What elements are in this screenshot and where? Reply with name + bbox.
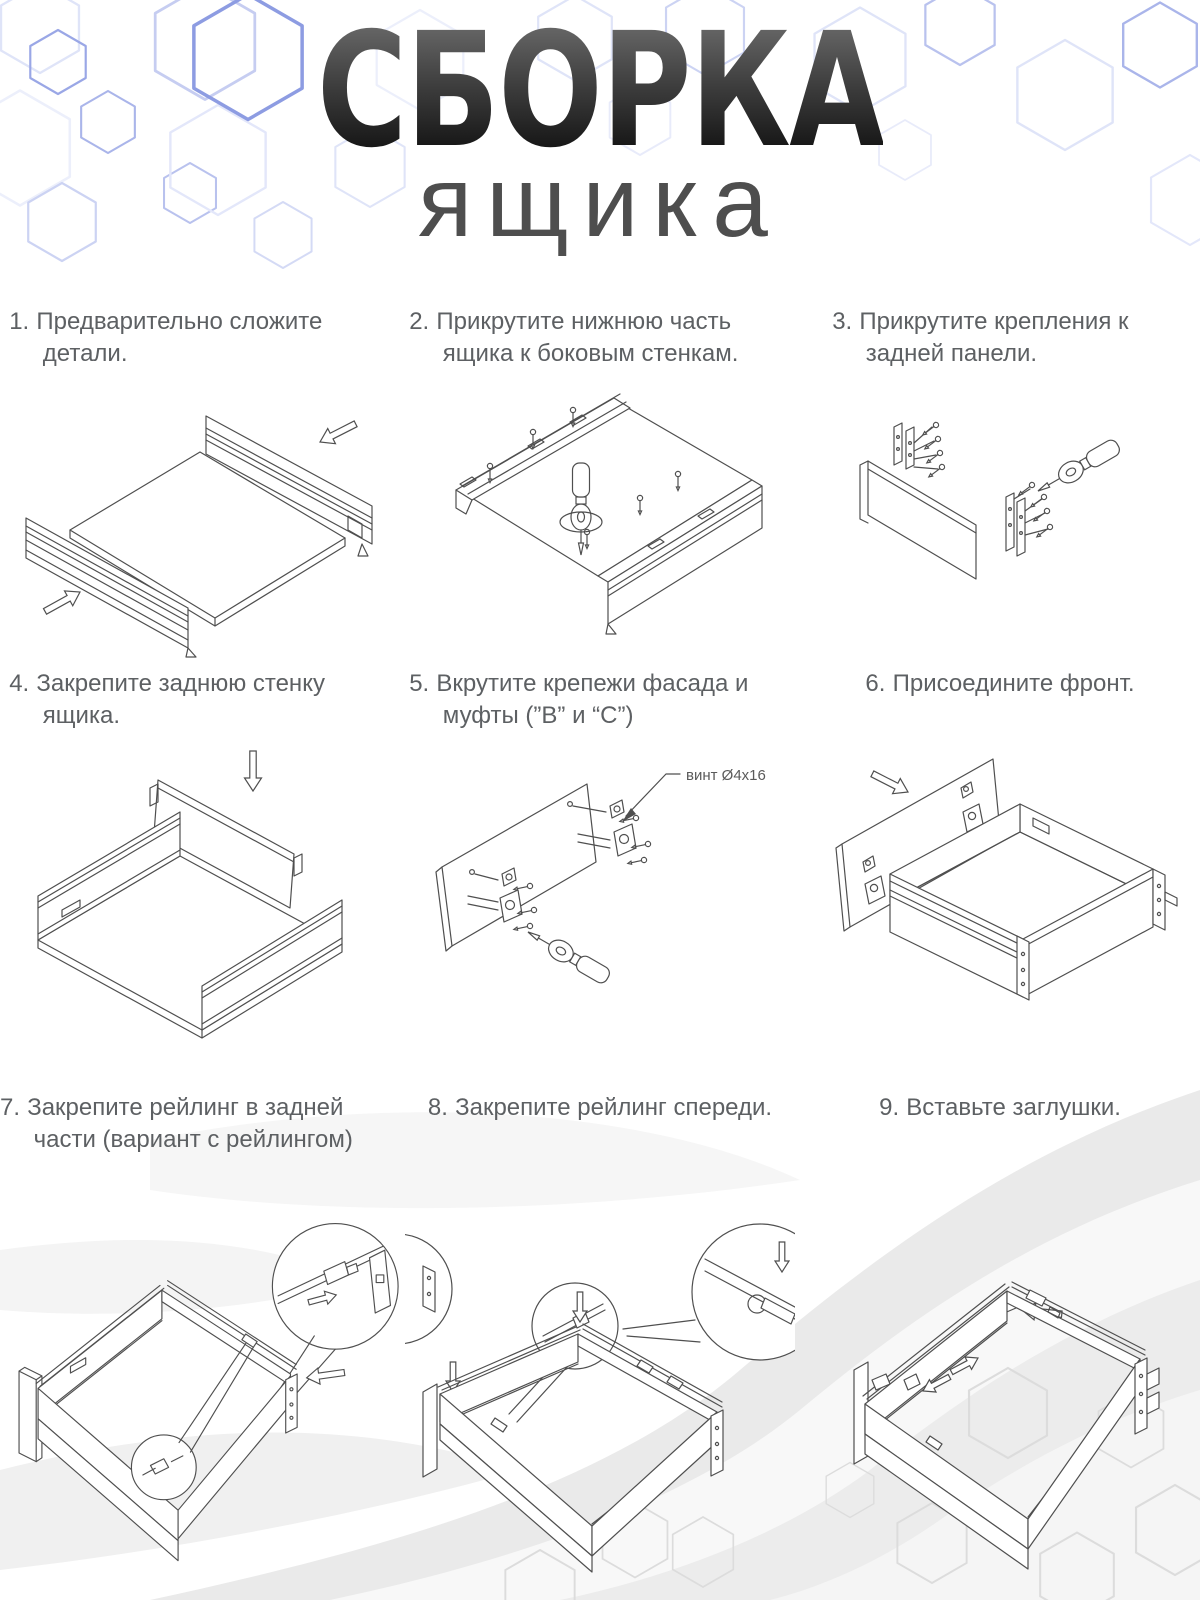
step-5-illustration: винт Ø4x16 (435, 767, 766, 988)
step-6: 6.Присоедините фронт. (800, 658, 1200, 1044)
step-9: 9.Вставьте заглушки. (800, 1044, 1200, 1574)
drawer-assembled (862, 1281, 1160, 1570)
drawer-tray (37, 811, 343, 1039)
drawer-side-panel-left (25, 517, 197, 658)
magnifier-leader-lines (622, 1319, 701, 1343)
step-text: Закрепите рейлинг в задней части (вариан… (27, 1094, 353, 1153)
step-4-caption: 4.Закрепите заднюю стенку ящика. (0, 658, 400, 744)
step-4-illustration (37, 750, 343, 1039)
facade-panel (435, 783, 597, 952)
step-8-illustration (405, 1223, 795, 1573)
insert-arrow-down (243, 750, 263, 792)
step-text: Закрепите заднюю стенку ящика. (36, 670, 325, 729)
page-header: СБОРКА ящика (0, 0, 1200, 306)
step-7: 7.Закрепите рейлинг в задней части (вари… (0, 1044, 400, 1574)
step-7-caption: 7.Закрепите рейлинг в задней части (вари… (0, 1044, 400, 1174)
step-text: Прикрутите нижнюю часть ящика к боковым … (436, 308, 739, 367)
step-7-illustration (18, 1222, 399, 1562)
step-text: Вставьте заглушки. (906, 1094, 1121, 1121)
screw-size-label: винт Ø4x16 (686, 767, 766, 784)
assembly-steps-grid: 1.Предварительно сложите детали. (0, 306, 1200, 1574)
magnifier-circle-left-partial (405, 1233, 453, 1345)
attach-arrow (867, 765, 913, 801)
step-8: 8. Закрепите рейлинг спереди. (400, 1044, 800, 1574)
step-9-illustration (853, 1281, 1160, 1570)
step-number: 9. (879, 1094, 900, 1121)
screwdriver (559, 462, 603, 556)
step-number: 2. (409, 308, 430, 335)
step-6-illustration (835, 758, 1178, 1001)
step-3-caption: 3.Прикрутите крепления к задней панели. (800, 306, 1200, 380)
step-text: Предварительно сложите детали. (36, 308, 323, 367)
side-rail-front (597, 479, 763, 635)
step-text: Присоедините фронт. (892, 670, 1135, 697)
screws-right (1024, 492, 1055, 540)
cabinet-side-panel (422, 1383, 438, 1478)
magnifier-circle-large (271, 1222, 399, 1350)
step-3: 3.Прикрутите крепления к задней панели. (800, 306, 1200, 658)
screwdriver (1013, 435, 1124, 501)
bracket-left (893, 422, 915, 470)
drawer-box (889, 803, 1178, 1001)
back-panel (859, 460, 977, 580)
back-panel-floating (149, 779, 303, 909)
insert-arrow (304, 1363, 347, 1387)
coupler-right (577, 823, 652, 867)
step-number: 4. (9, 670, 30, 697)
step-number: 7. (0, 1094, 21, 1121)
step-2-illustration (455, 393, 763, 635)
coupler-left (467, 889, 538, 933)
step-number: 3. (832, 308, 853, 335)
magnifier-circle-small (130, 1342, 254, 1501)
step-text: Прикрутите крепления к задней панели. (859, 308, 1129, 367)
step-2-caption: 2.Прикрутите нижнюю часть ящика к боковы… (400, 306, 800, 380)
step-4: 4.Закрепите заднюю стенку ящика. (0, 658, 400, 1044)
step-2: 2.Прикрутите нижнюю часть ящика к боковы… (400, 306, 800, 658)
step-1-illustration (25, 415, 373, 658)
bracket-right (1005, 492, 1026, 557)
drawer-bottom-panel (69, 451, 346, 627)
drawer-with-railing (35, 1280, 298, 1562)
insert-arrow-right (315, 415, 361, 451)
side-rail-left (455, 393, 631, 515)
insert-arrow-left (40, 583, 85, 620)
step-1-caption: 1.Предварительно сложите детали. (0, 306, 400, 380)
step-number: 8. (427, 1094, 448, 1121)
step-1: 1.Предварительно сложите детали. (0, 306, 400, 658)
step-number: 6. (865, 670, 886, 697)
step-text: Вкрутите крепежи фасада и муфты (”B” и “… (436, 670, 749, 729)
step-number: 5. (409, 670, 430, 697)
step-8-caption: 8. Закрепите рейлинг спереди. (400, 1044, 800, 1174)
step-6-caption: 6.Присоедините фронт. (800, 658, 1200, 744)
magnifier-circle-large (691, 1223, 795, 1361)
step-9-caption: 9.Вставьте заглушки. (800, 1044, 1200, 1174)
step-5-caption: 5.Вкрутите крепежи фасада и муфты (”B” и… (400, 658, 800, 744)
screws-left (920, 420, 947, 480)
fastener-left (468, 867, 534, 893)
screwdriver (522, 922, 614, 988)
page-subtitle: ящика (418, 146, 782, 259)
page-title: СБОРКА (316, 0, 885, 183)
step-text: Закрепите рейлинг спереди. (455, 1094, 773, 1121)
drawer-side-panel-right (205, 415, 373, 557)
screw-size-callout: винт Ø4x16 (622, 767, 766, 822)
step-5: 5.Вкрутите крепежи фасада и муфты (”B” и… (400, 658, 800, 1044)
step-number: 1. (9, 308, 30, 335)
fastener-top-right (567, 799, 640, 825)
step-3-illustration (859, 420, 1124, 580)
